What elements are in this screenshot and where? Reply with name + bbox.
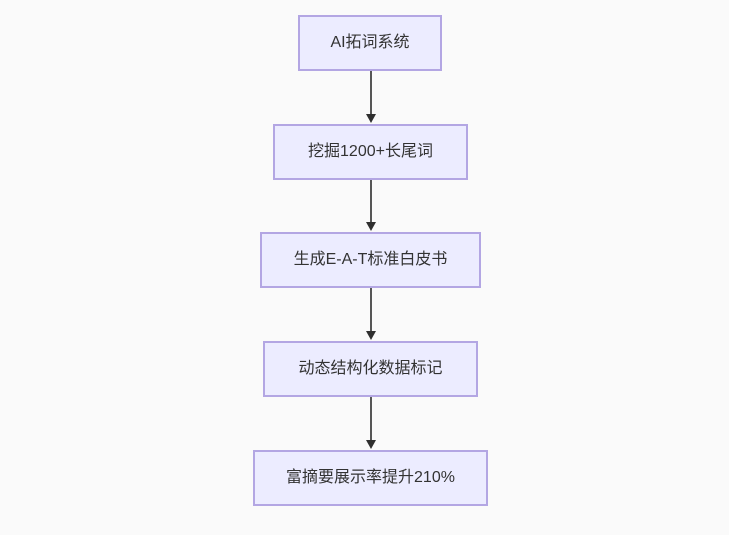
- arrowhead-down-icon: [365, 440, 376, 449]
- arrow-line: [369, 71, 372, 114]
- flowchart-node-mine-longtail-keywords: 挖掘1200+长尾词: [273, 124, 468, 180]
- flow-arrow-3: [364, 288, 377, 340]
- arrow-line: [369, 180, 372, 222]
- flow-arrow-1: [364, 71, 377, 123]
- flowchart-node-dynamic-structured-data-markup: 动态结构化数据标记: [263, 341, 478, 397]
- arrowhead-down-icon: [365, 331, 376, 340]
- flowchart-node-ai-word-expansion-system: AI拓词系统: [298, 15, 442, 71]
- flow-arrow-2: [364, 180, 377, 231]
- flowchart-node-rich-snippet-rate-increase: 富摘要展示率提升210%: [253, 450, 488, 506]
- flow-arrow-4: [364, 397, 377, 449]
- flowchart-node-generate-eat-whitepaper: 生成E-A-T标准白皮书: [260, 232, 481, 288]
- arrowhead-down-icon: [365, 222, 376, 231]
- arrowhead-down-icon: [365, 114, 376, 123]
- arrow-line: [369, 288, 372, 331]
- arrow-line: [369, 397, 372, 440]
